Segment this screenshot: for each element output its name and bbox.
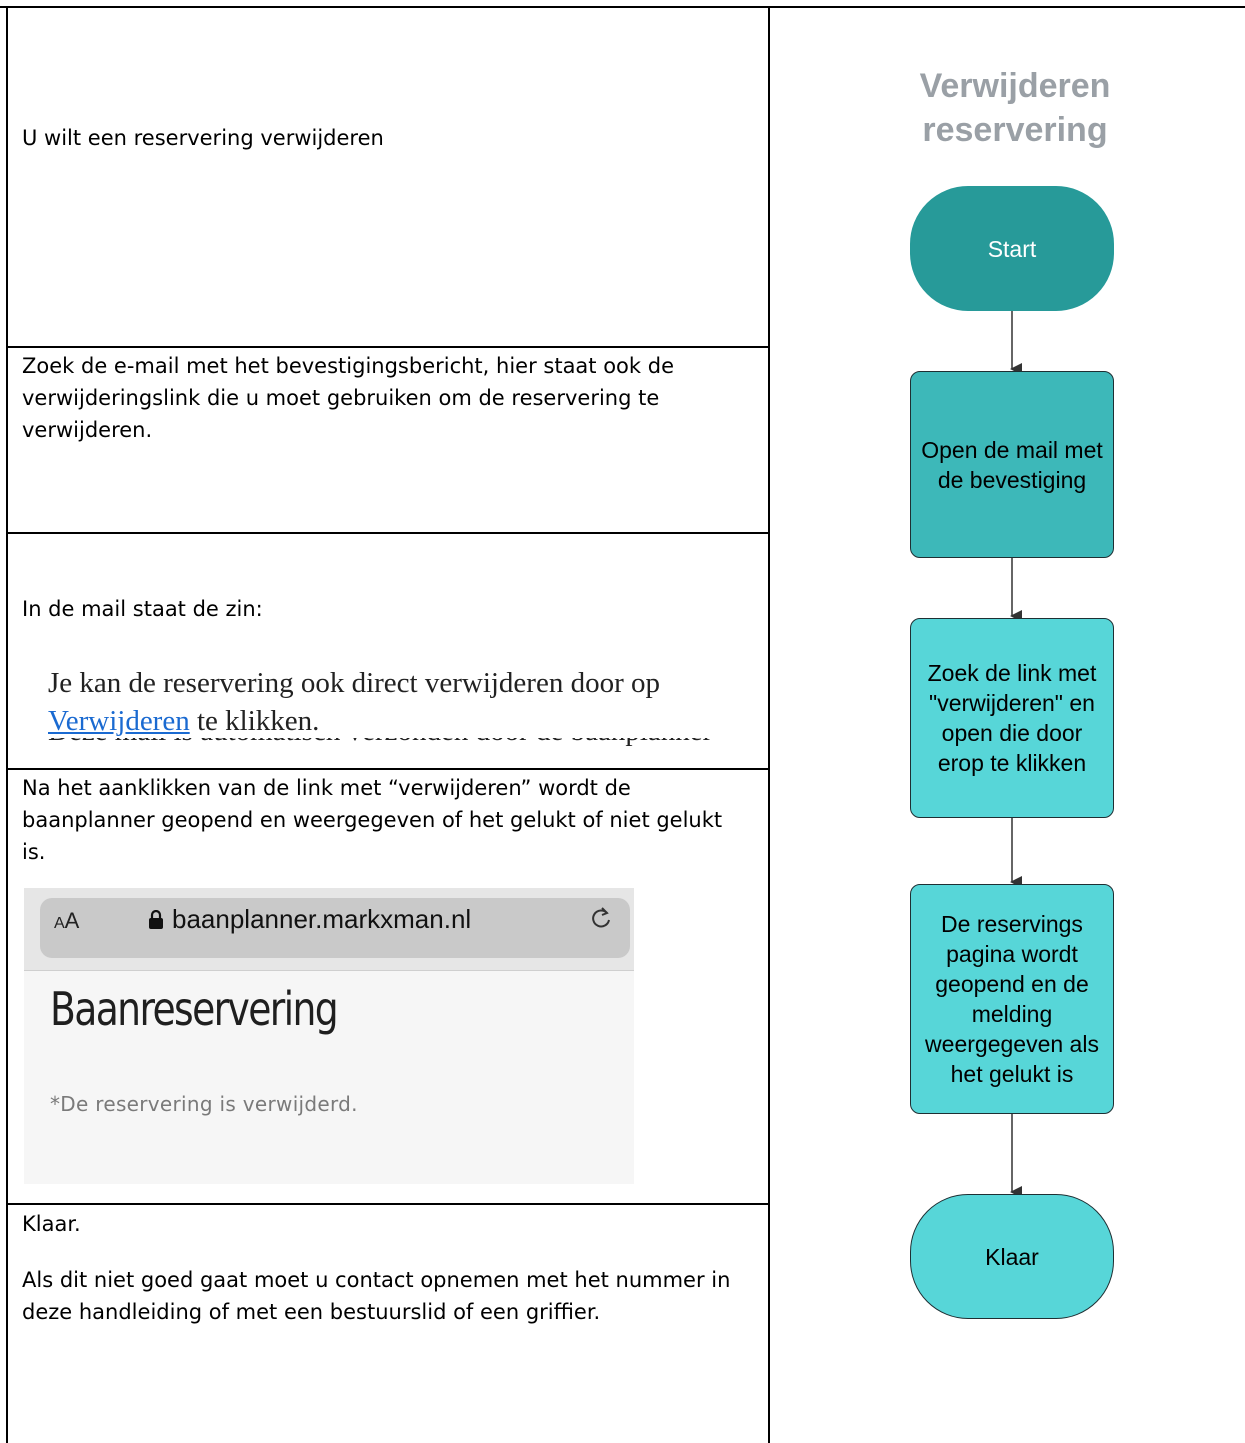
flowchart-node-page-opened: De reservings pagina wordt geopend en de… [910,884,1114,1114]
row-divider-3 [6,768,769,770]
email-snippet: Je kan de reservering ook direct verwijd… [48,664,748,748]
email-cut-off-line: Deze mail is automatisch verzonden door … [48,738,728,750]
email-sentence-end: te klikken. [189,705,320,737]
row-divider-4 [6,1203,769,1205]
status-message: *De reservering is verwijderd. [50,1092,358,1116]
step-5-done: Klaar. [22,1212,81,1236]
reload-icon [590,906,612,937]
browser-address-bar: AA baanplanner.markxman.nl [24,888,634,971]
step-1-text: U wilt een reservering verwijderen [22,126,384,150]
url-pill [40,898,630,958]
url-field: baanplanner.markxman.nl [148,904,471,935]
url-text: baanplanner.markxman.nl [172,904,472,934]
lock-icon [149,909,163,929]
row-divider-2 [6,532,769,534]
flowchart-node-find-link: Zoek de link met "verwijderen" en open d… [910,618,1114,818]
text-size-button: AA [54,908,80,933]
step-5-text: Als dit niet goed gaat moet u contact op… [22,1268,731,1324]
flowchart-node-start: Start [910,186,1114,311]
flowchart-node-done: Klaar [910,1194,1114,1319]
flowchart-node-open-mail: Open de mail met de bevestiging [910,371,1114,558]
page-title: Baanreservering [50,982,339,1036]
table-border-left [6,6,8,1443]
browser-screenshot: AA baanplanner.markxman.nl Baanreserveri… [24,888,634,1184]
table-column-divider [768,6,770,1443]
table-border-top [0,6,1245,8]
step-2-text: Zoek de e-mail met het bevestigingsberic… [22,354,674,442]
step-3-intro: In de mail staat de zin: [22,597,263,621]
row-divider-1 [6,346,769,348]
step-4-text: Na het aanklikken van de link met “verwi… [22,776,723,864]
email-sentence: Je kan de reservering ook direct verwijd… [48,667,660,699]
delete-link[interactable]: Verwijderen [48,705,190,737]
